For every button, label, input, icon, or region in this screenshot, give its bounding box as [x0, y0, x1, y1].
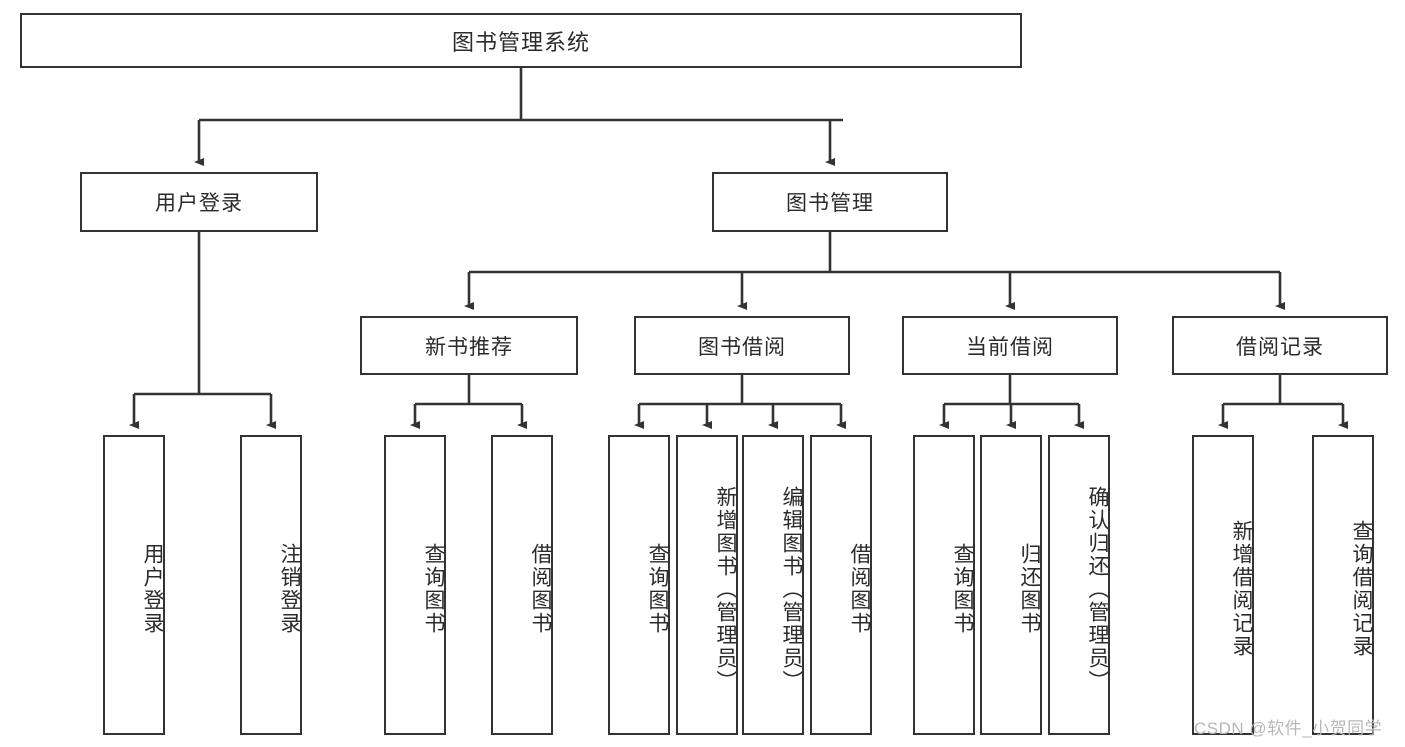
node-current-borrow[interactable]: 当前借阅: [902, 316, 1118, 375]
node-borrow-record[interactable]: 借阅记录: [1172, 316, 1388, 375]
node-new-book-recommend[interactable]: 新书推荐: [360, 316, 578, 375]
node-root-system[interactable]: 图书管理系统: [20, 13, 1022, 68]
leaf-current-borrow-confirm-return[interactable]: 确认归还（管理员）: [1048, 435, 1110, 735]
leaf-new-book-borrow[interactable]: 借阅图书: [491, 435, 553, 735]
leaf-book-borrow-add[interactable]: 新增图书（管理员）: [676, 435, 738, 735]
node-book-management[interactable]: 图书管理: [712, 172, 948, 232]
leaf-current-borrow-query[interactable]: 查询图书: [913, 435, 975, 735]
leaf-user-login-login[interactable]: 用户登录: [103, 435, 165, 735]
leaf-new-book-query[interactable]: 查询图书: [384, 435, 446, 735]
leaf-book-borrow-borrow[interactable]: 借阅图书: [810, 435, 872, 735]
csdn-watermark: CSDN @软件_小贺同学: [1194, 719, 1383, 738]
leaf-user-login-logout[interactable]: 注销登录: [240, 435, 302, 735]
leaf-current-borrow-return[interactable]: 归还图书: [980, 435, 1042, 735]
leaf-borrow-record-query[interactable]: 查询借阅记录: [1312, 435, 1374, 735]
leaf-book-borrow-edit[interactable]: 编辑图书（管理员）: [742, 435, 804, 735]
leaf-borrow-record-add[interactable]: 新增借阅记录: [1192, 435, 1254, 735]
node-user-login[interactable]: 用户登录: [80, 172, 318, 232]
node-book-borrow[interactable]: 图书借阅: [634, 316, 850, 375]
leaf-book-borrow-query[interactable]: 查询图书: [608, 435, 670, 735]
